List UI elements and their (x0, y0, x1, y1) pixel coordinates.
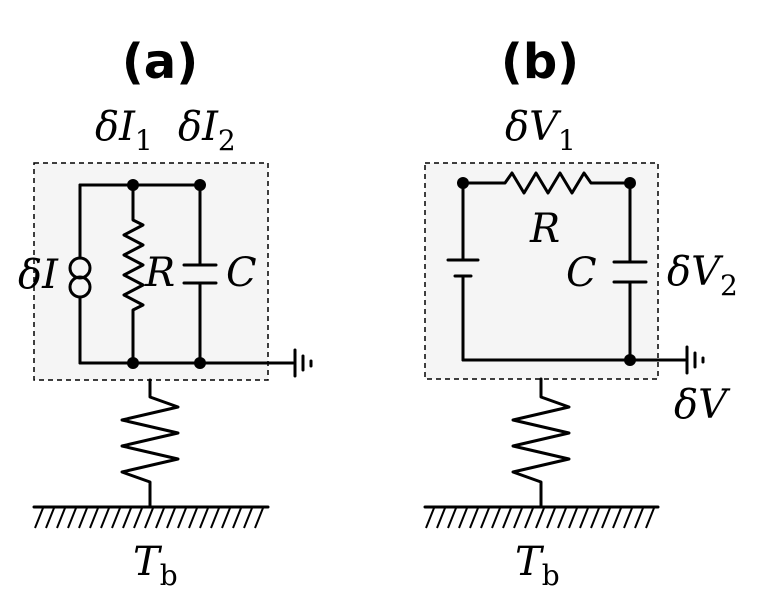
panel-a-capacitor (182, 183, 218, 365)
panel-b-resistor (461, 171, 632, 195)
panel-a-absorber-box (33, 162, 269, 381)
panel-a-bath-temperature-label: Tb (133, 539, 178, 592)
panel-b-capacitor-label: C (566, 250, 597, 296)
panel-b-battery (446, 181, 480, 362)
panel-a-node (127, 357, 139, 369)
panel-b-node (457, 177, 469, 189)
panel-a-heat-bath (32, 505, 270, 529)
panel-a-thermal-link-spring (120, 378, 180, 509)
panel-a-node (194, 179, 206, 191)
panel-a-label: (a) (122, 34, 198, 90)
panel-b-bath-temperature-label: Tb (515, 539, 560, 592)
panel-a-ground-icon (293, 348, 313, 378)
panel-b-voltage-2-label: δV2 (667, 249, 738, 302)
panel-b-voltage-label: δV (674, 382, 731, 428)
panel-a-node (127, 179, 139, 191)
panel-b-ground-icon (685, 345, 705, 375)
panel-b-label: (b) (501, 34, 579, 90)
panel-b-node (624, 177, 636, 189)
panel-b-voltage-1-label: δV1 (505, 104, 576, 157)
panel-b-thermal-link-spring (511, 377, 571, 509)
panel-a-current-1-label: δI1 (95, 104, 153, 157)
panel-a-source-label: δI (18, 252, 59, 298)
panel-b-absorber-box (424, 162, 659, 380)
panel-a-node (194, 357, 206, 369)
panel-a-resistor (122, 183, 145, 365)
panel-b-heat-bath (423, 505, 660, 529)
panel-a-capacitor-label: C (226, 250, 257, 296)
panel-a-current-2-label: δI2 (178, 104, 236, 157)
panel-a-resistor-label: R (144, 250, 175, 296)
panel-a: (a) δI1 δI2 δI R C (18, 34, 313, 592)
panel-b-node (624, 354, 636, 366)
panel-a-current-source-symbol (68, 256, 92, 299)
panel-b: (b) δV1 R C δV2 δV Tb (423, 34, 738, 592)
panel-b-capacitor (612, 181, 648, 362)
panel-b-resistor-label: R (529, 206, 560, 252)
